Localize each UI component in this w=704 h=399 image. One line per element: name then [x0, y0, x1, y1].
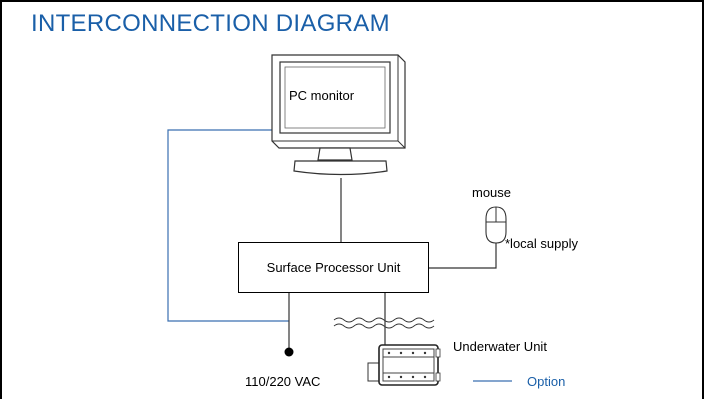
- power-node-icon: [284, 347, 294, 357]
- option-cable-monitor: [167, 129, 289, 322]
- cable-spu-mouse: [429, 240, 497, 269]
- underwater-unit-icon: [367, 344, 441, 386]
- page-title: INTERCONNECTION DIAGRAM: [31, 10, 390, 37]
- spu-label: Surface Processor Unit: [266, 260, 401, 275]
- legend-option-label: Option: [527, 374, 566, 389]
- monitor-icon: [271, 54, 406, 176]
- monitor-label: PC monitor: [289, 88, 355, 103]
- mouse-label: mouse: [472, 185, 512, 200]
- mouse-icon: [485, 206, 507, 244]
- underwater-unit-label: Underwater Unit: [453, 339, 547, 354]
- surface-processor-unit-box: Surface Processor Unit: [238, 242, 429, 293]
- power-label: 110/220 VAC: [245, 374, 321, 389]
- local-supply-note: *local supply: [505, 236, 578, 251]
- water-waves-icon: [333, 317, 435, 329]
